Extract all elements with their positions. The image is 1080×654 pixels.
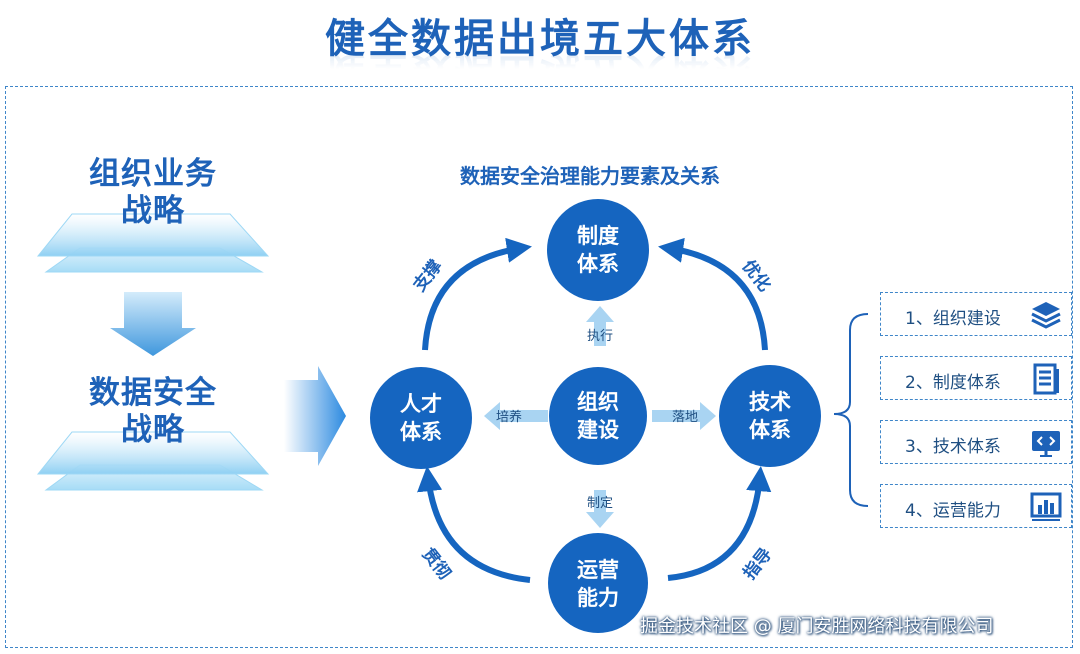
node-circle-center xyxy=(549,367,647,465)
node-right-label: 技术 体系 xyxy=(730,388,810,444)
right-item-tech: 3、技术体系 xyxy=(880,420,1072,464)
right-item-ops-label: 4、运营能力 xyxy=(905,501,1001,521)
code-monitor-icon xyxy=(1032,431,1060,457)
arc-arrow-top-left xyxy=(422,237,532,351)
right-arrow-icon xyxy=(284,366,346,466)
label-execute: 执行 xyxy=(586,329,613,344)
right-item-ops: 4、运营能力 xyxy=(880,484,1072,528)
strategy-sec-line2: 战略 xyxy=(121,412,185,448)
node-bottom-line1: 运营 xyxy=(577,558,619,582)
diagram-frame xyxy=(5,86,1073,648)
label-formulate: 制定 xyxy=(586,496,613,511)
bar-chart-icon xyxy=(1030,492,1062,521)
node-circle-left xyxy=(370,367,472,469)
label-cultivate: 培养 xyxy=(495,410,522,425)
strategy-org-line2: 战略 xyxy=(121,193,185,229)
arc-arrow-bottom-left xyxy=(417,465,531,583)
bracket xyxy=(833,313,869,507)
strategy-org-line1: 组织业务 xyxy=(89,156,217,192)
node-top-label: 制度 体系 xyxy=(558,222,638,278)
inner-arrow-down-icon xyxy=(586,490,614,528)
right-item-org-label: 1、组织建设 xyxy=(905,309,1001,329)
right-item-org: 1、组织建设 xyxy=(880,292,1072,336)
node-circle-right xyxy=(719,365,821,467)
node-top-line2: 体系 xyxy=(577,252,619,276)
document-icon xyxy=(1033,363,1059,395)
watermark: 掘金技术社区 @ 厦门安胜网络科技有限公司 xyxy=(640,616,994,637)
strategy-plane-bottom xyxy=(36,431,270,491)
right-item-system-label: 2、制度体系 xyxy=(905,373,1001,393)
node-top-line1: 制度 xyxy=(577,224,619,248)
inner-arrow-left-icon xyxy=(484,402,548,430)
diagram-subtitle: 数据安全治理能力要素及关系 xyxy=(460,164,720,188)
strategy-data-security: 数据安全 战略 xyxy=(70,375,236,449)
right-item-tech-label: 3、技术体系 xyxy=(905,437,1001,457)
strategy-sec-line1: 数据安全 xyxy=(89,375,217,411)
arc-arrow-top-right xyxy=(658,237,768,351)
node-center-label: 组织 建设 xyxy=(558,388,638,444)
label-implement: 落地 xyxy=(671,410,698,425)
node-center-line2: 建设 xyxy=(577,418,619,442)
node-left-line1: 人才 xyxy=(400,392,442,416)
node-right-line1: 技术 xyxy=(749,390,791,414)
down-arrow-icon xyxy=(110,292,196,356)
layers-icon xyxy=(1031,302,1061,329)
node-circle-top xyxy=(547,199,649,301)
inner-arrow-right-icon xyxy=(652,402,716,430)
page-title: 健全数据出境五大体系 xyxy=(325,16,755,62)
inner-arrow-up-icon xyxy=(586,306,614,346)
node-circle-bottom xyxy=(548,533,648,633)
node-left-line2: 体系 xyxy=(400,420,442,444)
node-right-line2: 体系 xyxy=(749,418,791,442)
right-item-system: 2、制度体系 xyxy=(880,356,1072,400)
node-left-label: 人才 体系 xyxy=(381,390,461,446)
node-bottom-line2: 能力 xyxy=(577,586,619,610)
strategy-org-business: 组织业务 战略 xyxy=(70,156,236,230)
arc-arrow-bottom-right xyxy=(667,465,772,581)
node-bottom-label: 运营 能力 xyxy=(558,556,638,612)
strategy-plane-top xyxy=(36,213,270,273)
node-center-line1: 组织 xyxy=(577,390,619,414)
